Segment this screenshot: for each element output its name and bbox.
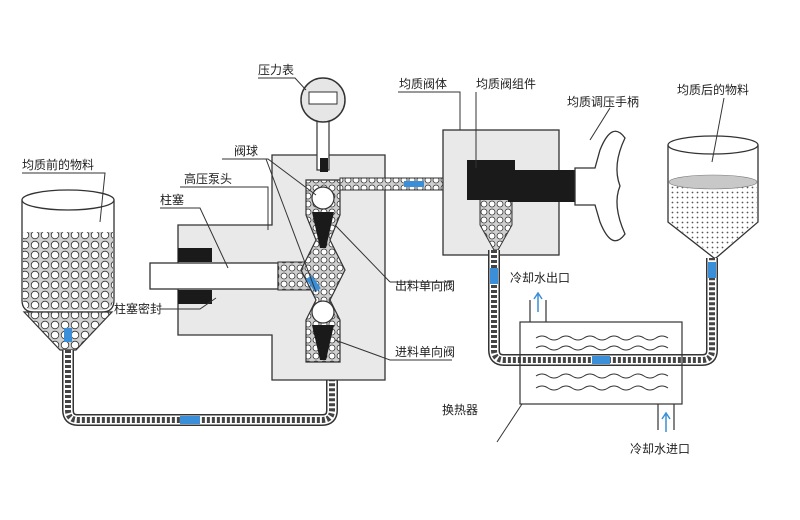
label-cooling-water-inlet: 冷却水进口: [630, 442, 690, 456]
label-plunger-seal: 柱塞密封: [114, 301, 162, 316]
label-heat-exchanger: 换热器: [442, 403, 478, 417]
pump-chamber: [277, 179, 346, 363]
homog-valve-body: [442, 129, 578, 256]
feed-beaker: [21, 189, 115, 351]
valve-ball-lower: [311, 300, 335, 324]
label-material-after: 均质后的物料: [677, 82, 749, 97]
pressure-handle-part: [574, 130, 626, 242]
heat-exchanger-part: [519, 291, 683, 432]
label-homog-valve-assembly: 均质阀组件: [476, 77, 536, 91]
up-arrow-icon: [661, 411, 671, 432]
flow-arrow-icon: [592, 356, 610, 364]
pressure-gauge-part: [300, 77, 346, 172]
return-pipe: [488, 250, 718, 366]
flow-arrow-icon: [64, 328, 72, 342]
label-material-before: 均质前的物料: [22, 157, 94, 172]
label-pressure-handle: 均质调压手柄: [567, 95, 639, 109]
valve-ball-upper: [311, 186, 335, 210]
up-arrow-icon: [533, 291, 543, 312]
product-beaker: [667, 135, 759, 259]
label-inlet-check-valve: 进料单向阀: [395, 344, 455, 359]
flow-arrow-icon: [708, 262, 716, 278]
label-layer: 压力表 均质阀体 均质阀组件 均质调压手柄 均质后的物料 均质前的物料 阀球 高…: [22, 63, 749, 456]
plunger-part: [149, 248, 279, 304]
label-homog-valve-body: 均质阀体: [399, 77, 447, 91]
label-outlet-check-valve: 出料单向阀: [395, 278, 455, 293]
label-pump-head: 高压泵头: [184, 171, 232, 186]
leader-lines: [22, 77, 725, 443]
label-plunger: 柱塞: [160, 192, 184, 207]
flow-arrow-icon: [404, 181, 424, 187]
flow-arrow-icon: [490, 268, 498, 284]
label-pressure-gauge: 压力表: [258, 63, 294, 77]
label-valve-ball: 阀球: [234, 144, 258, 158]
flow-arrow-icon: [180, 416, 200, 424]
label-cooling-water-outlet: 冷却水出口: [510, 271, 570, 285]
